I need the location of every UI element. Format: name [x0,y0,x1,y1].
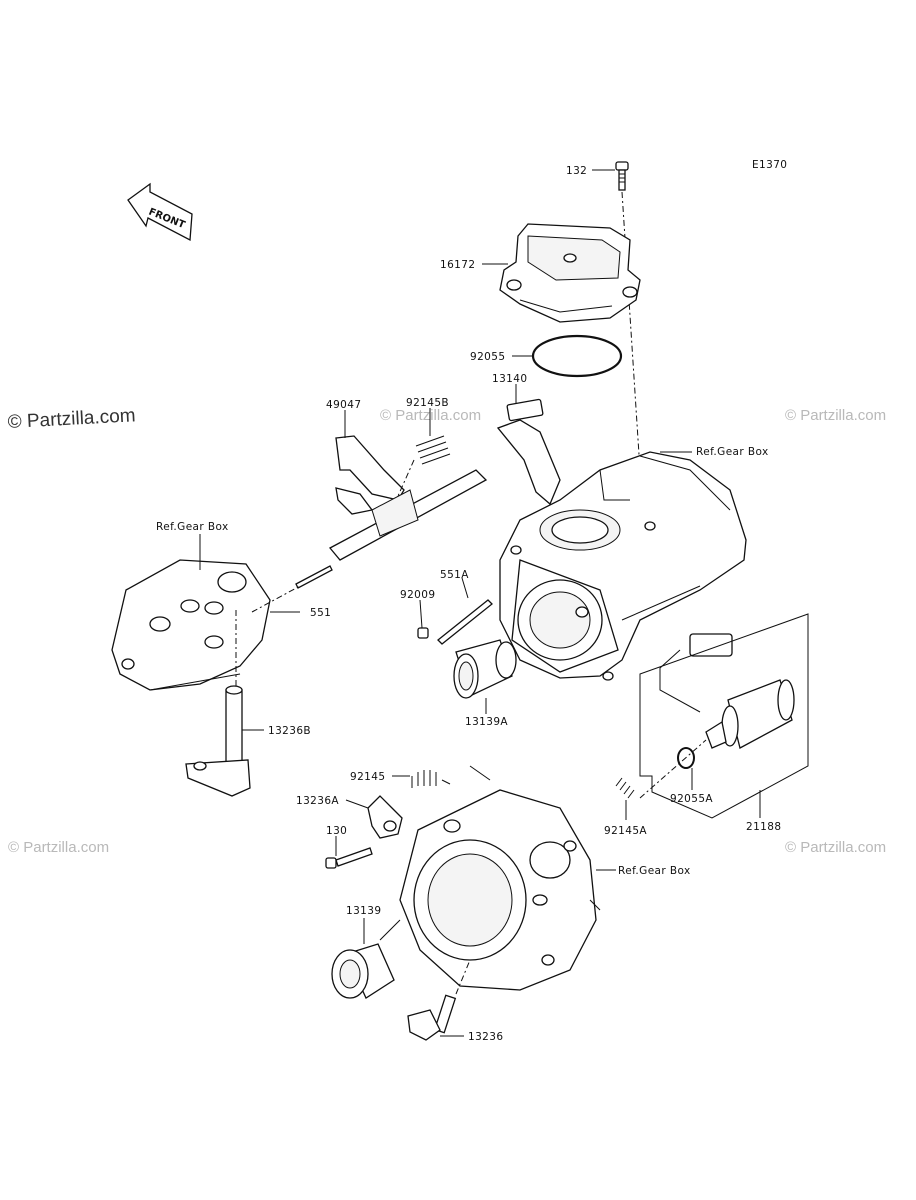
arm-13236A-icon [367,795,403,839]
front-arrow-icon: FRONT [127,182,193,242]
pin-551-icon [295,565,333,589]
sensor-21188-icon [659,633,795,749]
gear-box-left-icon [111,559,271,691]
ref-gear-box-bottom: Ref.Gear Box [618,865,691,877]
label-21188: 21188 [746,821,781,833]
label-13140: 13140 [492,373,527,385]
bolt-130-icon [325,847,373,869]
pin-axis-line [251,585,301,613]
spring-axis-line [397,459,415,497]
label-16172: 16172 [440,259,475,271]
label-13236: 13236 [468,1031,503,1043]
label-13236A: 13236A [296,795,339,807]
o-ring-92055-icon [531,334,623,378]
gear-case-icon [499,451,747,681]
lever-13236B-icon [185,685,251,797]
diagram-code: E1370 [752,159,787,171]
label-92055: 92055 [470,351,505,363]
label-92009: 92009 [400,589,435,601]
lever-13236-icon [407,994,457,1041]
spring-92145-icon [411,770,451,788]
label-551A: 551A [440,569,469,581]
shift-fork-49047-icon [328,435,488,561]
sleeve-13139A-icon [453,639,517,699]
leader-551A [461,577,469,599]
watermark-main: © Partzilla.com [7,405,136,433]
cover-16172-icon [499,223,641,323]
ref-gear-box-left: Ref.Gear Box [156,521,229,533]
label-132: 132 [566,165,587,177]
watermark-left-lower: © Partzilla.com [8,839,109,856]
bolt-132-icon [615,161,629,191]
bolt-axis-line [621,191,641,471]
label-13139: 13139 [346,905,381,917]
label-551: 551 [310,607,331,619]
lever-axis-line [455,959,471,995]
label-92145: 92145 [350,771,385,783]
sensor-axis-line [639,739,707,799]
label-130: 130 [326,825,347,837]
label-92145B: 92145B [406,397,449,409]
label-13236B: 13236B [268,725,311,737]
leader-92009 [419,599,423,629]
label-13139A: 13139A [465,716,508,728]
collar-13139-icon [331,943,395,999]
watermark-right-upper: © Partzilla.com [785,407,886,424]
label-92055A: 92055A [670,793,713,805]
spring-92145B-icon [415,435,451,465]
watermark-center: © Partzilla.com [380,407,481,424]
pin-551A-icon [437,599,493,645]
part-92009-icon [417,627,429,639]
leader-13236A [345,799,369,809]
spring-92145A-icon [615,777,635,799]
ref-gear-box-top: Ref.Gear Box [696,446,769,458]
watermark-right-lower: © Partzilla.com [785,839,886,856]
label-92145A: 92145A [604,825,647,837]
gear-box-lower-icon [379,765,601,991]
bracket-21188 [639,613,809,819]
label-49047: 49047 [326,399,361,411]
fork-13140-icon [496,398,561,506]
